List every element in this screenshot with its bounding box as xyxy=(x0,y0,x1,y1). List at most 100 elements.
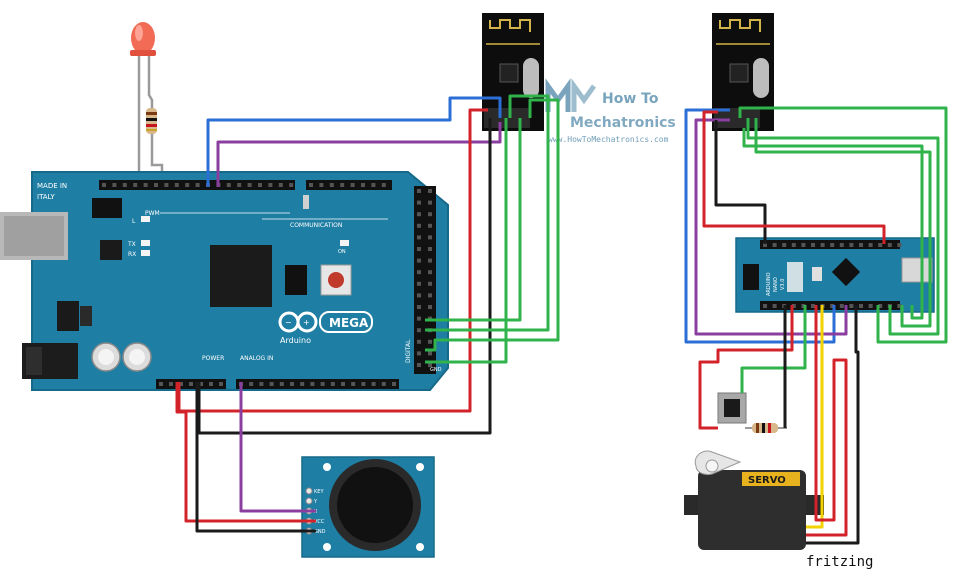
header-pin xyxy=(428,212,432,217)
header-pin xyxy=(417,270,421,275)
header-pin xyxy=(309,183,313,187)
logo-line1: How To xyxy=(602,91,659,107)
header-pin xyxy=(247,183,252,187)
nano-model: NANO xyxy=(773,277,779,292)
header-pin xyxy=(782,243,787,247)
header-pin xyxy=(300,382,305,386)
push-button[interactable] xyxy=(717,392,747,424)
gnd-label: GND xyxy=(430,367,442,373)
wire-nrf-left-black xyxy=(197,118,492,435)
header-pin xyxy=(763,243,767,247)
joystick-knob[interactable] xyxy=(337,467,413,543)
header-pin xyxy=(179,382,183,386)
header-pin xyxy=(219,382,223,386)
wire-joy-black xyxy=(195,382,316,533)
joystick-pin-label: Y xyxy=(313,499,318,505)
digital-label: DIGITAL xyxy=(405,339,412,363)
header-pin xyxy=(417,363,421,367)
l-led-label: L xyxy=(132,218,136,225)
communication-label: COMMUNICATION xyxy=(290,222,342,229)
reset-button[interactable] xyxy=(320,264,352,296)
header-pin xyxy=(154,183,158,187)
header-pin xyxy=(428,200,432,205)
wire-nrf-left-green2 xyxy=(425,118,522,322)
header-pin xyxy=(189,382,193,386)
header-pin xyxy=(268,183,273,187)
power-label: POWER xyxy=(202,355,224,362)
header-pin xyxy=(289,183,294,187)
header-pin xyxy=(417,293,421,298)
header-pin xyxy=(278,183,283,187)
header-pin xyxy=(381,382,386,386)
wire-nrf-right-purple xyxy=(694,118,848,336)
header-pin xyxy=(897,304,902,308)
header-pin xyxy=(428,270,432,275)
header-pin xyxy=(849,243,854,247)
header-pin xyxy=(209,382,213,386)
joystick-pin-label: VCC xyxy=(314,519,325,525)
wire-nrf-left-blue xyxy=(206,96,502,187)
header-pin xyxy=(820,243,825,247)
header-pin xyxy=(417,200,421,205)
rx-label: RX xyxy=(128,251,136,258)
header-pin xyxy=(772,243,777,247)
header-pin xyxy=(351,382,356,386)
header-pin xyxy=(185,183,190,187)
header-pin xyxy=(258,183,262,187)
header-pin xyxy=(133,183,138,187)
header-pin xyxy=(417,328,421,333)
header-pin xyxy=(350,183,355,187)
header-pin xyxy=(428,223,432,228)
header-pin xyxy=(381,183,386,187)
svg-text:−: − xyxy=(285,318,292,327)
header-pin xyxy=(417,235,421,240)
header-pin xyxy=(361,382,366,386)
comm-header-top xyxy=(306,180,392,190)
header-pin xyxy=(417,223,421,228)
nrf24-module-right xyxy=(712,13,774,131)
header-pin xyxy=(830,304,835,308)
led-resistor xyxy=(146,108,164,180)
wire-joy-red xyxy=(175,382,316,523)
wire-btn-green xyxy=(740,305,807,393)
wire-nrf-right-green4 xyxy=(742,128,924,320)
header-pin xyxy=(159,382,163,386)
servo-motor: SERVO xyxy=(684,450,824,550)
wire-joy-purple xyxy=(239,382,316,513)
header-pin xyxy=(428,305,432,309)
analog-in-label: ANALOG IN xyxy=(240,355,273,362)
logo-line2: Mechatronics xyxy=(570,115,676,131)
header-pin xyxy=(868,304,873,308)
header-pin xyxy=(249,382,254,386)
header-pin xyxy=(417,339,421,344)
header-pin xyxy=(801,243,806,247)
header-pin xyxy=(417,258,421,263)
header-pin xyxy=(878,243,883,247)
pwm-label: PWM xyxy=(145,210,160,217)
header-pin xyxy=(868,243,873,247)
header-pin xyxy=(839,243,844,247)
header-pin xyxy=(319,183,324,187)
nano-version: V3.0 xyxy=(780,279,786,290)
button-resistor xyxy=(745,423,787,433)
joystick-pin xyxy=(305,497,313,505)
header-pin xyxy=(195,183,200,187)
header-pin xyxy=(428,281,432,286)
wire-nrf-right-green2 xyxy=(746,118,940,336)
header-pin xyxy=(174,183,179,187)
wire-servo-black xyxy=(806,305,860,545)
wires xyxy=(175,94,948,545)
servo-label: SERVO xyxy=(748,475,786,486)
tx-label: TX xyxy=(127,241,136,248)
header-pin xyxy=(811,243,815,247)
header-pin xyxy=(279,382,284,386)
wire-nrf-left-green4 xyxy=(425,118,508,364)
arduino-logo: − + Arduino MEGA xyxy=(278,311,373,345)
mcu-chip xyxy=(210,245,272,307)
digital-header-right xyxy=(414,186,436,374)
howtomechatronics-logo: How To Mechatronics www.HowToMechatronic… xyxy=(545,78,676,144)
header-pin xyxy=(371,183,376,187)
nano-top-header xyxy=(760,240,900,249)
nano-brand: ARDUINO xyxy=(766,272,772,296)
nano-bottom-header xyxy=(760,301,900,310)
